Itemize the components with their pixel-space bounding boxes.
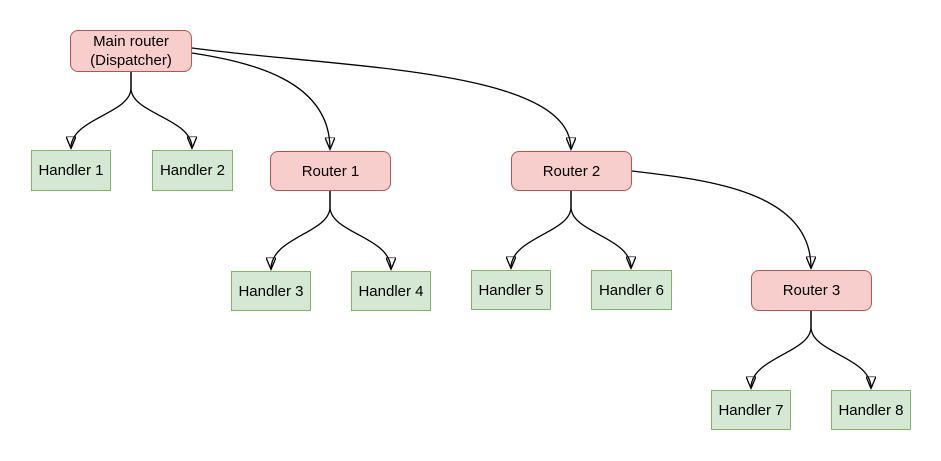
edge-router1-to-handler4 (329, 191, 391, 269)
node-handler6: Handler 6 (591, 270, 672, 310)
edge-router1-to-handler3 (271, 191, 331, 269)
node-handler2: Handler 2 (152, 150, 233, 191)
edge-router2-to-handler5 (511, 191, 572, 268)
node-router3-label: Router 3 (782, 282, 841, 299)
edge-router2-to-router3 (631, 170, 811, 268)
node-router2-label: Router 2 (542, 162, 601, 180)
node-handler5: Handler 5 (471, 270, 551, 310)
node-handler1-label: Handler 1 (38, 162, 104, 179)
edge-router3-to-handler8 (810, 311, 871, 388)
node-router2: Router 2 (511, 151, 632, 191)
node-handler8-label: Handler 8 (838, 401, 904, 419)
node-handler4: Handler 4 (351, 271, 431, 311)
edge-main-router-to-router2 (191, 47, 571, 149)
edge-router2-to-handler6 (570, 191, 631, 268)
edge-router3-to-handler7 (751, 311, 812, 388)
edge-main-router-to-handler2 (130, 72, 192, 148)
edge-main-router-to-router1 (191, 52, 330, 149)
node-main-router-label-line2: (Dispatcher) (90, 52, 172, 69)
node-main-router-label-line1: Main router (93, 33, 169, 50)
node-handler6-label: Handler 6 (598, 281, 665, 299)
node-main-router: Main router (Dispatcher) (70, 30, 192, 72)
node-handler8: Handler 8 (831, 390, 911, 430)
node-handler3: Handler 3 (231, 271, 311, 311)
node-handler7-label: Handler 7 (718, 401, 784, 419)
node-router1-label: Router 1 (301, 162, 360, 180)
node-handler2-label: Handler 2 (159, 162, 226, 179)
node-router1: Router 1 (270, 151, 391, 191)
node-handler1: Handler 1 (31, 150, 111, 191)
node-router3: Router 3 (751, 270, 872, 311)
node-handler4-label: Handler 4 (358, 282, 424, 300)
node-handler3-label: Handler 3 (238, 282, 304, 300)
node-handler7: Handler 7 (711, 390, 791, 430)
node-handler5-label: Handler 5 (478, 281, 544, 299)
edge-main-router-to-handler1 (71, 72, 132, 148)
